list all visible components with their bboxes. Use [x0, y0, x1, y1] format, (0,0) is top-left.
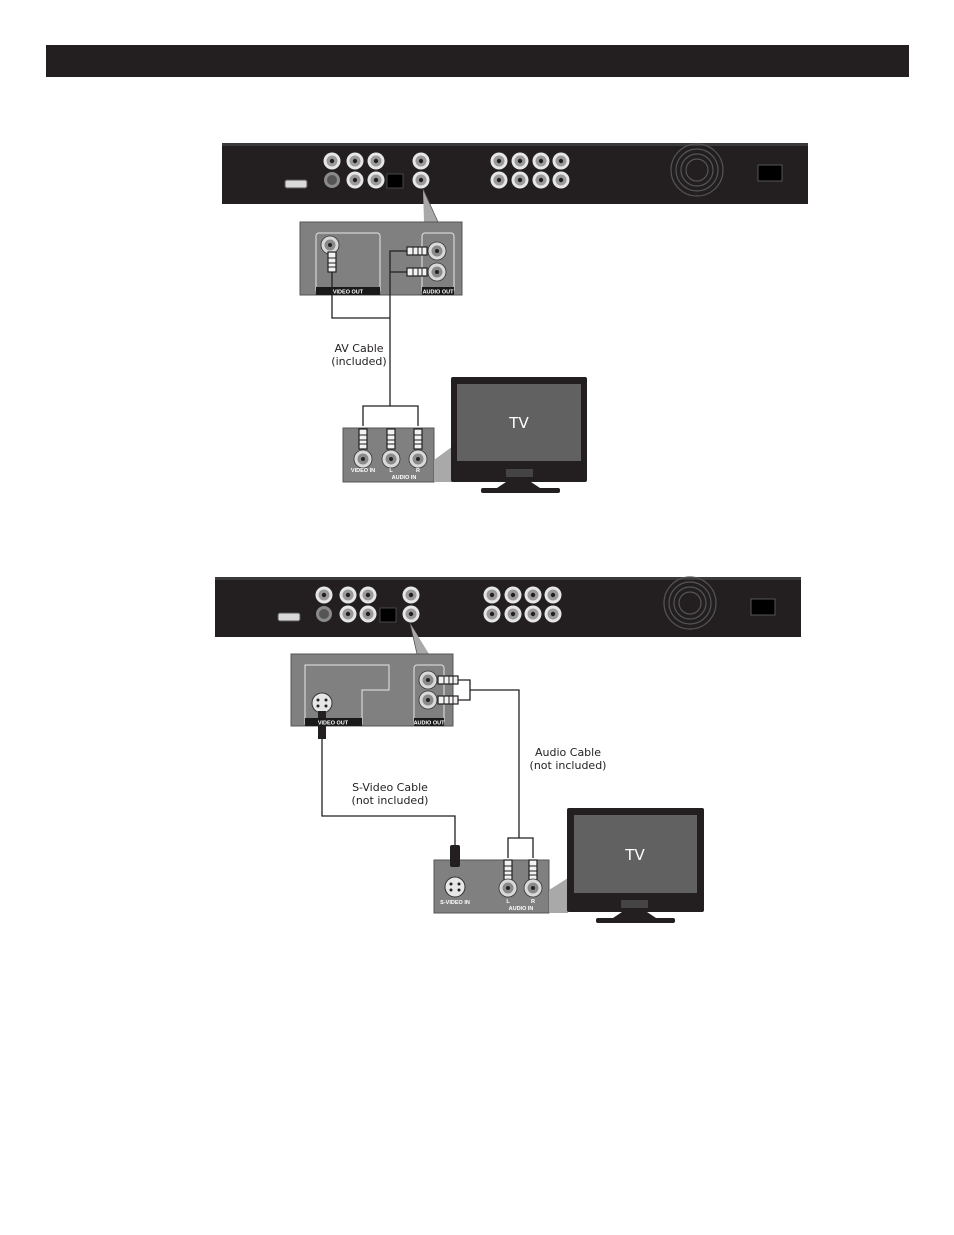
- tv-audio-in-label: AUDIO IN: [392, 475, 417, 481]
- hdmi-port-icon: [278, 613, 300, 621]
- audio-cable-label-line2: (not included): [530, 759, 607, 772]
- panel-audio-out-label: AUDIO OUT: [423, 290, 455, 296]
- diagram-2-svideo: VIDEO OUT AUDIO OUT Audio Cable (not inc…: [215, 577, 801, 923]
- tv-audio-in-label: AUDIO IN: [509, 906, 534, 912]
- panel-video-out-label: VIDEO OUT: [333, 290, 364, 296]
- tv-screen-label-2: TV: [624, 846, 645, 864]
- tv-illustration-1: TV: [451, 377, 587, 493]
- tv-svideo-in-label: S-VIDEO IN: [440, 900, 470, 906]
- panel-audio-out-label: AUDIO OUT: [414, 721, 446, 727]
- svideo-port-icon: [312, 693, 332, 713]
- optical-port-icon: [387, 174, 403, 188]
- svideo-in-port-icon: [445, 877, 465, 897]
- zoom-panel-1: VIDEO OUT AUDIO OUT: [300, 222, 462, 296]
- power-socket-icon: [758, 165, 782, 181]
- av-cable-label-line2: (included): [331, 355, 386, 368]
- audio-cable-label-line1: Audio Cable: [535, 746, 601, 759]
- player-rear-panel-2: [215, 577, 801, 637]
- player-rear-panel-1: [222, 143, 808, 204]
- svideo-cable-label-line1: S-Video Cable: [352, 781, 428, 794]
- tv-video-in-label: VIDEO IN: [351, 468, 375, 474]
- svideo-cable-label-line2: (not included): [352, 794, 429, 807]
- optical-port-icon: [380, 608, 396, 622]
- diagram-1-composite: VIDEO OUT AUDIO OUT AV Cable (included) …: [222, 143, 808, 493]
- tv-audio-r-label: R: [531, 899, 535, 905]
- tv-input-panel-1: VIDEO IN L R AUDIO IN: [343, 428, 434, 482]
- zoom-panel-2: VIDEO OUT AUDIO OUT: [291, 654, 458, 739]
- hdmi-port-icon: [285, 180, 307, 188]
- tv-audio-r-label: R: [416, 468, 420, 474]
- tv-illustration-2: TV: [567, 808, 704, 923]
- panel-video-out-label: VIDEO OUT: [318, 721, 349, 727]
- power-socket-icon: [751, 599, 775, 615]
- tv-screen-label-1: TV: [508, 414, 529, 432]
- tv-input-panel-2: S-VIDEO IN L R AUDIO IN: [434, 845, 549, 913]
- audio-cable: [458, 680, 533, 858]
- av-cable-label-line1: AV Cable: [334, 342, 383, 355]
